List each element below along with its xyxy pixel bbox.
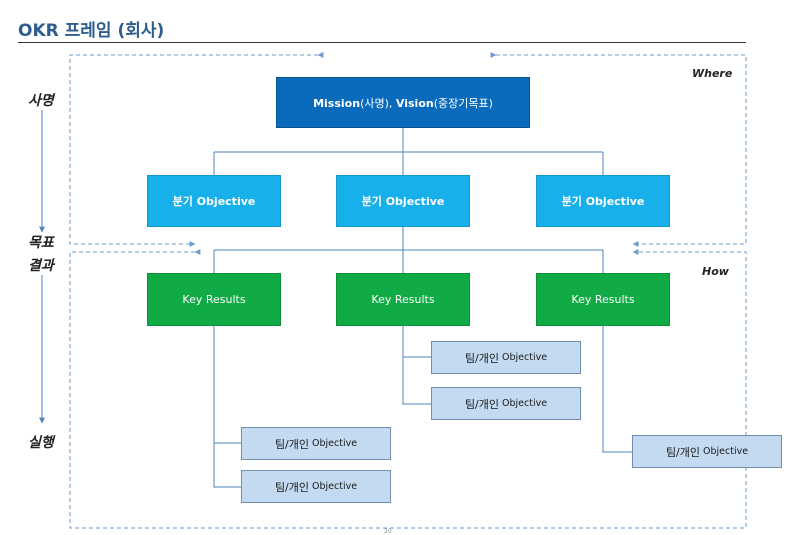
label-how: How <box>702 265 729 278</box>
label-execution: 실행 <box>28 435 54 451</box>
mission-paren: (사명), <box>360 96 396 110</box>
quarter-objective-box-3: 분기 Objective <box>536 175 670 227</box>
where-region <box>69 52 747 247</box>
quarter-objective-box-1: 분기 Objective <box>147 175 281 227</box>
where-region-left-edge <box>69 52 324 247</box>
title-divider <box>18 42 746 43</box>
key-results-box-2: Key Results <box>336 273 470 326</box>
vision-name: Vision <box>395 96 434 110</box>
label-objective: 목표 <box>28 235 54 251</box>
label-mission: 사명 <box>28 93 54 109</box>
how-region <box>69 249 747 529</box>
page-number: 20 <box>384 528 392 535</box>
quarter-objective-box-2: 분기 Objective <box>336 175 470 227</box>
page-title: OKR 프레임 (회사) <box>18 21 165 41</box>
where-region-right-edge <box>490 52 747 247</box>
key-results-box-3: Key Results <box>536 273 670 326</box>
mission-name: Mission <box>313 96 361 110</box>
mission-vision-box: Mission(사명), Vision(중장기목표) <box>276 77 530 128</box>
tree-connectors <box>213 128 632 488</box>
label-where: Where <box>692 67 733 80</box>
vision-paren: (중장기목표) <box>433 96 493 110</box>
how-region-edge <box>69 249 747 529</box>
key-results-box-1: Key Results <box>147 273 281 326</box>
label-result: 결과 <box>28 258 54 274</box>
